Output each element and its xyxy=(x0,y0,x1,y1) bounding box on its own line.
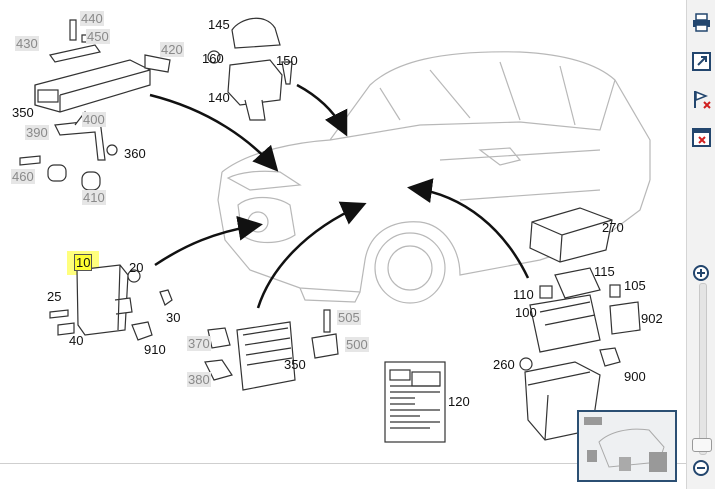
part-label[interactable]: 900 xyxy=(624,369,646,384)
part-label-highlighted[interactable]: 10 xyxy=(73,254,93,271)
part-label[interactable]: 115 xyxy=(594,264,615,279)
part-label[interactable]: 400 xyxy=(82,112,106,127)
part-label[interactable]: 260 xyxy=(493,357,515,372)
part-label[interactable]: 140 xyxy=(208,90,230,105)
part-label[interactable]: 20 xyxy=(129,260,144,275)
part-label[interactable]: 910 xyxy=(144,342,166,357)
part-label[interactable]: 25 xyxy=(47,289,62,304)
part-label[interactable]: 500 xyxy=(345,337,369,352)
part-label[interactable]: 440 xyxy=(80,11,104,26)
part-label[interactable]: 160 xyxy=(202,51,224,66)
side-toolbar xyxy=(686,0,715,489)
part-label[interactable]: 30 xyxy=(166,310,181,325)
part-label[interactable]: 350 xyxy=(284,357,306,372)
control-unit-10 xyxy=(49,264,173,341)
car-illustration xyxy=(217,51,651,304)
overview-minimap[interactable] xyxy=(577,410,677,482)
part-label[interactable]: 902 xyxy=(641,311,663,326)
zoom-slider-thumb[interactable] xyxy=(692,438,712,452)
part-label[interactable]: 40 xyxy=(69,333,84,348)
control-unit-350-bottom xyxy=(204,309,339,391)
part-label[interactable]: 370 xyxy=(187,336,211,351)
part-label[interactable]: 360 xyxy=(124,146,146,161)
pointer-arrows xyxy=(149,83,530,309)
part-label[interactable]: 460 xyxy=(11,169,35,184)
part-label[interactable]: 350 xyxy=(12,105,34,120)
part-label[interactable]: 430 xyxy=(15,36,39,51)
parts-diagram[interactable]: 440 450 430 420 350 390 400 360 460 410 … xyxy=(0,0,686,463)
fuse-box-group xyxy=(519,207,641,441)
flag-remove-icon[interactable] xyxy=(691,89,712,110)
module-140-group xyxy=(207,17,293,121)
part-label[interactable]: 390 xyxy=(25,125,49,140)
part-label[interactable]: 120 xyxy=(448,394,470,409)
status-bar xyxy=(0,463,686,490)
zoom-in-icon[interactable] xyxy=(693,265,709,281)
open-external-icon[interactable] xyxy=(691,51,712,72)
part-label[interactable]: 450 xyxy=(86,29,110,44)
part-label[interactable]: 100 xyxy=(515,305,537,320)
manual-booklet-120 xyxy=(384,361,446,443)
print-icon[interactable] xyxy=(691,12,712,33)
part-label[interactable]: 410 xyxy=(82,190,106,205)
part-label[interactable]: 110 xyxy=(513,287,534,302)
zoom-slider-track[interactable] xyxy=(699,283,707,455)
control-unit-350-top xyxy=(34,19,171,113)
part-label[interactable]: 380 xyxy=(187,372,211,387)
part-label[interactable]: 105 xyxy=(624,278,646,293)
part-label[interactable]: 145 xyxy=(208,17,230,32)
part-label[interactable]: 420 xyxy=(160,42,184,57)
part-label[interactable]: 150 xyxy=(276,53,298,68)
minimap-thumbnail xyxy=(584,417,667,472)
part-label[interactable]: 270 xyxy=(602,220,624,235)
part-label[interactable]: 505 xyxy=(337,310,361,325)
diagram-drawing xyxy=(19,17,651,443)
close-window-icon[interactable] xyxy=(691,127,712,148)
zoom-out-icon[interactable] xyxy=(693,460,709,476)
